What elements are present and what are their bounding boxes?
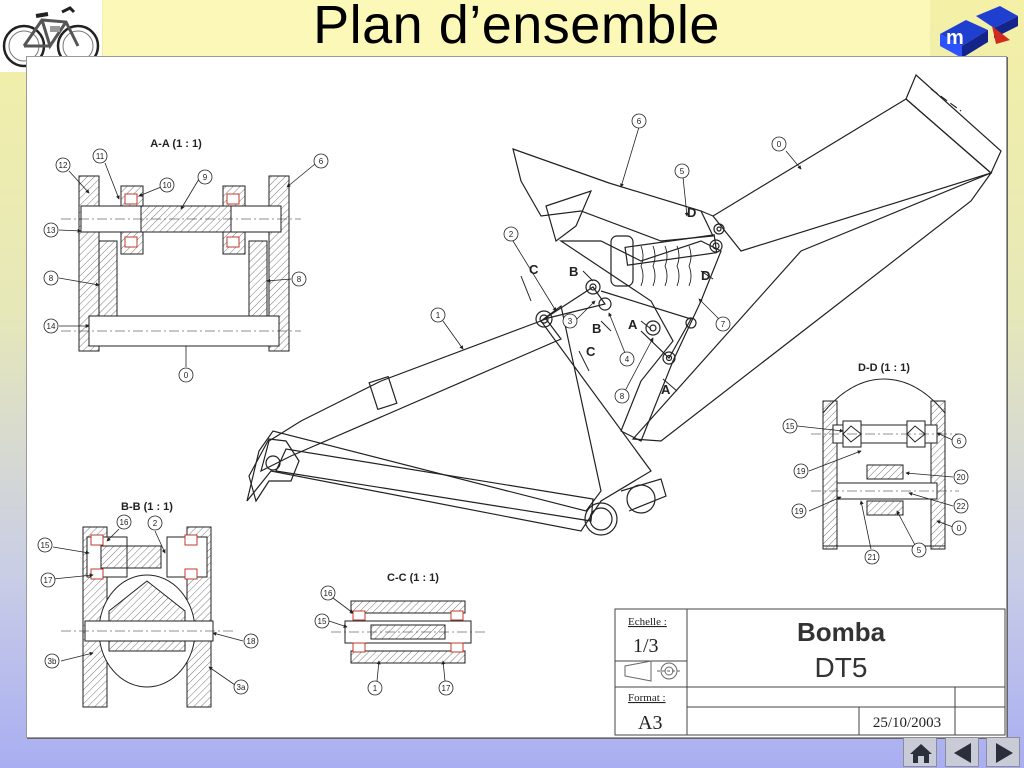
section-b-label: B xyxy=(569,264,578,279)
title-block: Echelle : 1/3 Format : A3 Bomba DT5 25/1… xyxy=(614,608,1006,736)
seat-stay xyxy=(260,318,562,473)
cube-logo-icon: m xyxy=(940,6,1018,58)
balloon: 5 xyxy=(917,546,922,555)
balloon: 3b xyxy=(48,657,57,666)
balloon: 2 xyxy=(509,230,514,239)
balloon: 21 xyxy=(868,553,877,562)
section-d-label: D xyxy=(687,205,696,220)
bottom-bracket xyxy=(584,502,618,536)
view-bb: B-B (1 : 1) xyxy=(37,501,259,708)
balloon: 0 xyxy=(957,524,962,533)
balloon: 11 xyxy=(96,152,105,161)
svg-text:m: m xyxy=(946,27,964,49)
view-aa-title: A-A (1 : 1) xyxy=(150,138,202,150)
balloon: 20 xyxy=(957,473,966,482)
triangle-left-icon xyxy=(954,743,971,763)
model-name: DT5 xyxy=(815,652,868,683)
balloon: 6 xyxy=(957,437,962,446)
view-dd: D-D (1 : 1) xyxy=(782,362,969,565)
balloon: 12 xyxy=(59,161,68,170)
section-c-label: C xyxy=(529,262,539,277)
section-b-label: B xyxy=(592,321,601,336)
view-bb-title: B-B (1 : 1) xyxy=(121,501,173,513)
balloon: 0 xyxy=(777,140,782,149)
head-tube xyxy=(905,73,1002,174)
balloon: 19 xyxy=(797,467,806,476)
projection-symbol-icon xyxy=(624,660,681,682)
balloon: 17 xyxy=(442,684,451,693)
title-bar: Plan d’ensemble xyxy=(103,0,930,56)
balloon: 4 xyxy=(625,355,630,364)
drawing-date: 25/10/2003 xyxy=(873,715,941,731)
previous-button[interactable] xyxy=(945,737,979,767)
rocker-link xyxy=(535,279,697,365)
balloon: 7 xyxy=(721,320,726,329)
balloon: 0 xyxy=(184,371,189,380)
balloon: 22 xyxy=(957,502,966,511)
shock-absorber xyxy=(610,223,725,287)
balloon: 1 xyxy=(436,311,441,320)
swingarm xyxy=(246,304,652,532)
section-lines xyxy=(520,210,714,392)
section-a-label: A xyxy=(661,382,671,397)
balloon: 6 xyxy=(637,117,642,126)
balloon: 15 xyxy=(318,617,327,626)
balloon: 1 xyxy=(373,684,378,693)
section-c-label: C xyxy=(586,344,596,359)
main-balloons: 6 0 5 2 1 3 4 7 8 xyxy=(430,113,802,404)
home-icon xyxy=(910,744,932,763)
view-aa: A-A (1 : 1) xyxy=(43,138,329,383)
balloon: 3 xyxy=(568,317,573,326)
view-dd-title: D-D (1 : 1) xyxy=(858,362,910,374)
seat-tube xyxy=(512,148,714,242)
drawing-sheet: C C B B A A D D xyxy=(26,56,1007,738)
scale-value: 1/3 xyxy=(633,635,659,657)
balloon: 3a xyxy=(237,683,246,692)
page-title: Plan d’ensemble xyxy=(313,0,720,55)
technical-drawing: C C B B A A D D xyxy=(37,73,1006,736)
top-tube xyxy=(712,98,993,252)
brand-logo: m xyxy=(932,0,1024,62)
triangle-right-icon xyxy=(996,743,1013,763)
project-name: Bomba xyxy=(797,617,886,647)
balloon: 15 xyxy=(41,541,50,550)
format-label: Format : xyxy=(628,692,666,704)
balloon: 8 xyxy=(49,274,54,283)
balloon: 8 xyxy=(297,275,302,284)
balloon: 8 xyxy=(620,392,625,401)
balloon: 9 xyxy=(203,173,208,182)
balloon: 19 xyxy=(795,507,804,516)
balloon: 18 xyxy=(247,637,256,646)
view-cc: C-C (1 : 1) 16 xyxy=(314,572,486,696)
balloon: 17 xyxy=(44,576,53,585)
balloon: 10 xyxy=(163,181,172,190)
balloon: 6 xyxy=(319,157,324,166)
balloon: 16 xyxy=(324,589,333,598)
balloon: 16 xyxy=(120,518,129,527)
section-d-label: D xyxy=(701,268,710,283)
format-value: A3 xyxy=(638,712,662,734)
balloon: 2 xyxy=(153,519,158,528)
chain-stay xyxy=(275,448,594,522)
next-button[interactable] xyxy=(986,737,1020,767)
home-button[interactable] xyxy=(903,737,937,767)
view-cc-title: C-C (1 : 1) xyxy=(387,572,439,584)
balloon: 14 xyxy=(47,322,56,331)
down-tube xyxy=(631,171,993,442)
balloon: 15 xyxy=(786,422,795,431)
bike-frame xyxy=(246,73,1002,536)
scale-label: Echelle : xyxy=(628,616,667,628)
balloon: 5 xyxy=(680,167,685,176)
section-a-label: A xyxy=(628,317,638,332)
rear-dropout xyxy=(248,438,300,503)
balloon: 13 xyxy=(47,226,56,235)
